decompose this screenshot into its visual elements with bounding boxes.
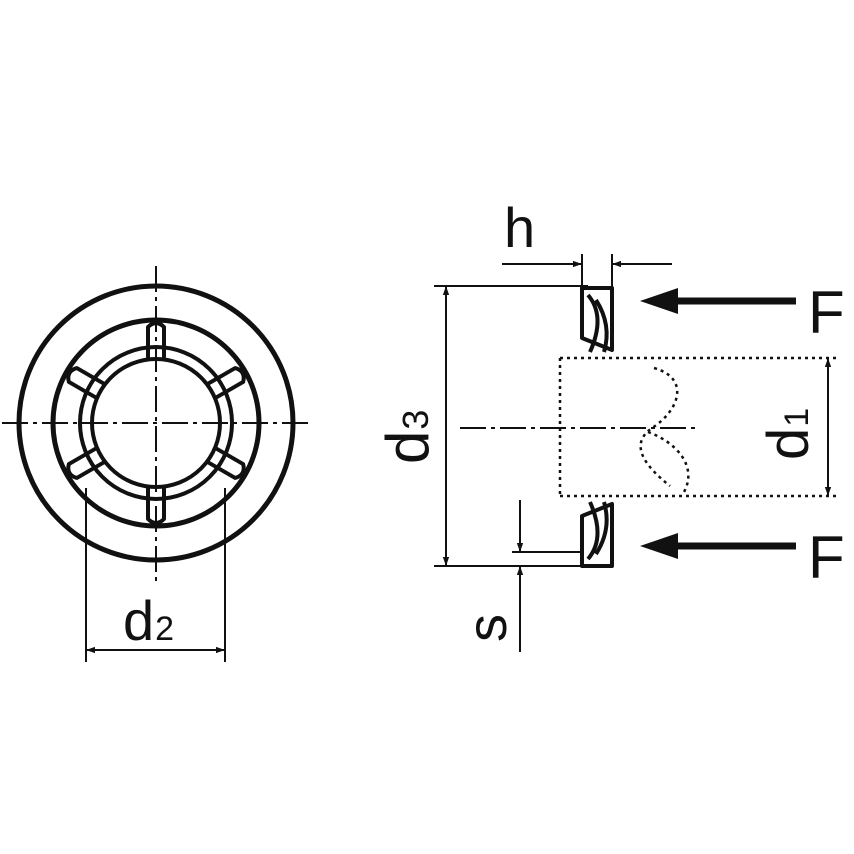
d3-label: d3 — [374, 410, 441, 464]
s-dimension — [512, 500, 584, 652]
h-dimension — [502, 254, 672, 290]
d3-label-group: d3 — [374, 410, 441, 464]
outer-rim-circle — [16, 283, 296, 563]
tooth — [146, 485, 166, 525]
nut-lower-tooth — [586, 501, 609, 561]
shaft — [558, 356, 836, 498]
tooth — [66, 445, 108, 480]
force-arrow-bottom — [640, 533, 796, 559]
nut-upper-tooth — [586, 293, 609, 353]
side-view — [434, 254, 836, 652]
d1-label-group: d1 — [756, 408, 821, 460]
tooth — [146, 321, 166, 361]
nut-upper-section — [580, 286, 614, 352]
d3-dimension — [434, 285, 612, 567]
force-arrow-top — [640, 288, 796, 314]
tooth — [204, 366, 246, 401]
force-top-label: F — [808, 279, 845, 346]
d1-label: d1 — [756, 408, 821, 460]
tooth-root-circle — [78, 345, 234, 501]
tooth — [204, 445, 246, 480]
d2-dimension — [85, 488, 226, 662]
bore-circle — [90, 357, 222, 489]
front-view — [2, 266, 312, 662]
inner-rim-circle — [50, 317, 262, 529]
d2-label: d2 — [123, 589, 174, 652]
h-label: h — [504, 196, 535, 259]
force-bottom-label: F — [808, 524, 845, 591]
shaft-break-line — [639, 366, 690, 493]
nut-profile — [580, 286, 614, 568]
s-label: s — [455, 614, 518, 642]
s-label-group: s — [455, 614, 518, 642]
tooth-ring — [66, 321, 246, 525]
tooth — [66, 366, 108, 401]
